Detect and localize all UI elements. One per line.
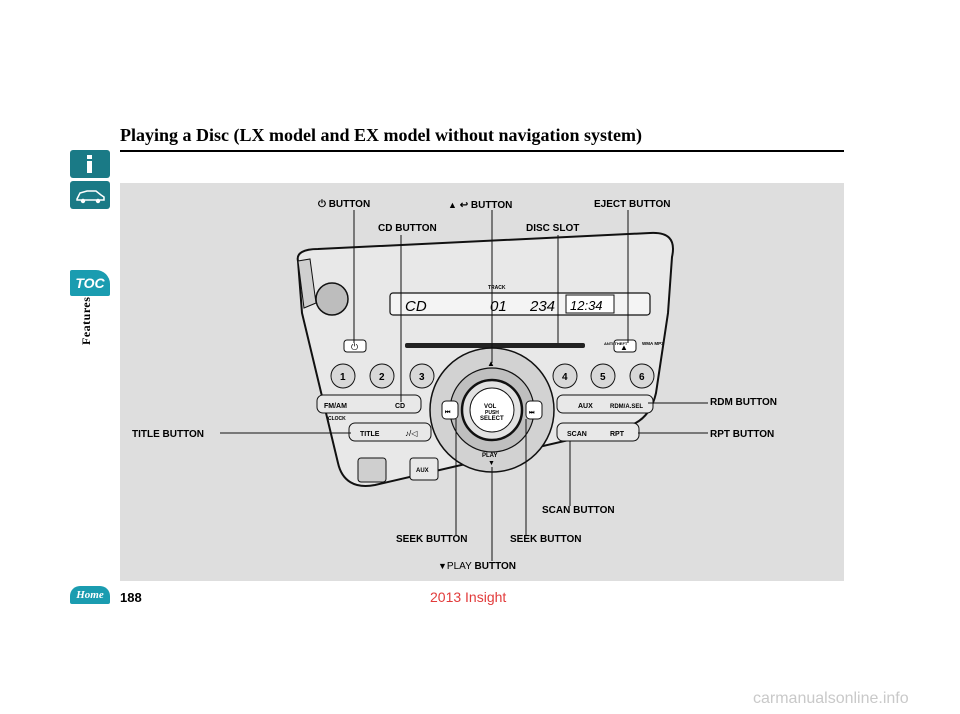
svg-text:▲: ▲ [487, 359, 495, 368]
display-mode: CD [405, 298, 427, 315]
disc-slot-callout: DISC SLOT [526, 223, 580, 234]
svg-text:PUSH: PUSH [485, 410, 499, 416]
svg-text:3: 3 [419, 372, 425, 383]
toc-button[interactable]: TOC [70, 270, 110, 296]
svg-text:WMA MP3: WMA MP3 [642, 341, 664, 346]
title-divider [120, 150, 844, 152]
svg-text:RPT: RPT [610, 431, 625, 438]
svg-text:4: 4 [562, 372, 568, 383]
svg-text:RDM/A.SEL: RDM/A.SEL [610, 404, 643, 410]
eject-button-callout: EJECT BUTTON [594, 199, 671, 210]
preset-buttons: 1 2 3 4 5 6 [330, 363, 655, 389]
home-label: Home [76, 589, 104, 601]
svg-text:⏭: ⏭ [529, 410, 535, 416]
svg-text:5: 5 [600, 372, 606, 383]
svg-text:AUX: AUX [578, 403, 593, 410]
svg-text:SELECT: SELECT [480, 416, 504, 422]
svg-text:CD: CD [395, 403, 405, 410]
svg-text:AUX: AUX [416, 468, 429, 474]
svg-text:1: 1 [340, 372, 346, 383]
return-button-callout: ▲ ↩ BUTTON [448, 200, 513, 211]
rpt-button-callout: RPT BUTTON [710, 429, 775, 440]
info-icon [87, 155, 92, 173]
svg-text:ANTI THEFT: ANTI THEFT [604, 341, 628, 346]
page-title: Playing a Disc (LX model and EX model wi… [120, 125, 643, 145]
seek-button-right-callout: SEEK BUTTON [510, 534, 582, 545]
svg-text:VOL: VOL [484, 404, 497, 410]
display-time: 234 [529, 298, 555, 315]
rdm-button-callout: RDM BUTTON [710, 397, 778, 408]
svg-text:▼: ▼ [488, 460, 495, 467]
title-button-callout: TITLE BUTTON [132, 429, 205, 440]
svg-text:CLOCK: CLOCK [328, 416, 346, 422]
seek-button-left-callout: SEEK BUTTON [396, 534, 468, 545]
radio-figure: CD TRACK 01 234 12:34 ⏻ ▲ ANTI THEFT WMA… [120, 183, 844, 581]
home-button[interactable]: Home [70, 586, 110, 604]
svg-text:6: 6 [639, 372, 645, 383]
power-button-icon: ⏻ [351, 342, 358, 352]
car-icon [76, 190, 105, 204]
power-button-callout: ⏻ BUTTON [318, 199, 371, 210]
display-clock: 12:34 [570, 298, 603, 313]
play-button-callout: ▼PLAY BUTTON [438, 561, 517, 572]
info-tab[interactable] [70, 150, 110, 178]
site-watermark: carmanualsonline.info [753, 690, 909, 707]
svg-text:FM/AM: FM/AM [324, 403, 347, 410]
return-icon: ↩ [459, 200, 469, 211]
svg-text:♪/◁: ♪/◁ [405, 429, 418, 438]
section-label: Features [79, 296, 93, 345]
svg-text:SCAN: SCAN [567, 431, 587, 438]
watermark: 2013 Insight [430, 589, 507, 605]
svg-text:▲: ▲ [620, 343, 628, 352]
svg-text:TRACK: TRACK [488, 285, 506, 291]
down-arrow-icon: ▼ [438, 561, 447, 571]
car-tab[interactable] [70, 181, 110, 209]
up-arrow-icon: ▲ [448, 200, 457, 210]
svg-text:PLAY: PLAY [482, 453, 497, 459]
svg-text:2: 2 [379, 372, 385, 383]
page-number: 188 [120, 590, 142, 605]
display-track: 01 [490, 298, 507, 315]
scan-button-callout: SCAN BUTTON [542, 505, 615, 516]
toc-label: TOC [75, 275, 105, 291]
radio-illustration: CD TRACK 01 234 12:34 ⏻ ▲ ANTI THEFT WMA… [220, 210, 708, 561]
svg-text:TITLE: TITLE [360, 431, 380, 438]
cd-button-callout: CD BUTTON [378, 223, 437, 234]
svg-text:⏮: ⏮ [445, 410, 451, 416]
power-icon: ⏻ [318, 199, 326, 210]
